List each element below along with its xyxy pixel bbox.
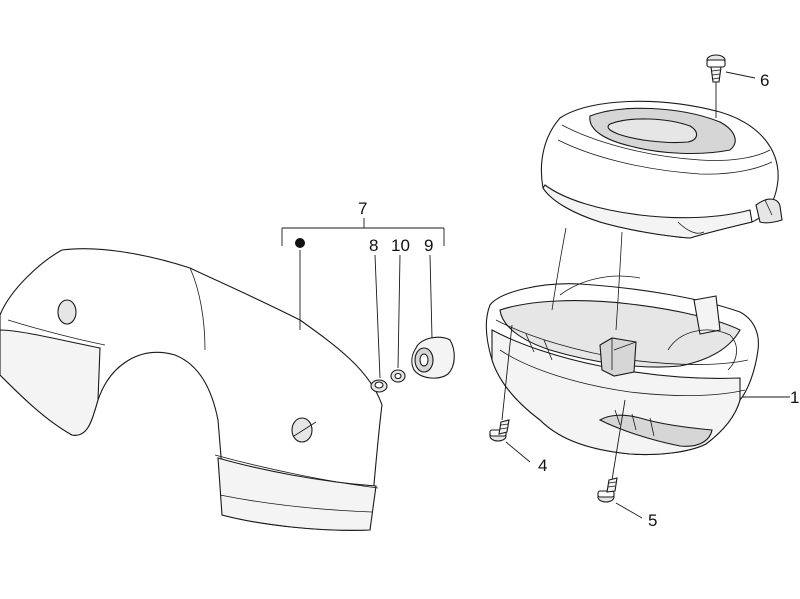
grommet-part-9 [411,254,455,379]
upper-handlebar-cover [540,100,783,239]
screw-part-6 [706,54,756,118]
screw-part-5 [597,399,643,519]
lower-handlebar-cover [485,283,759,456]
callout-7: 7 [358,199,367,218]
assembly-guide-lines [551,227,641,331]
kit-includes-dot [295,238,305,248]
screw-part-4 [489,324,531,463]
front-shield-panel [0,248,383,531]
callout-4: 4 [538,456,547,475]
callout-9: 9 [424,236,433,255]
washer-part-10 [390,254,406,383]
callout-8: 8 [369,236,378,255]
callout-1: 1 [790,388,799,407]
shield-mounting-hole-right [291,417,313,443]
spacer-part-8 [370,254,388,393]
shield-mounting-hole-left [57,299,77,325]
callout-5: 5 [648,511,657,530]
callout-6: 6 [760,71,769,90]
kit-bracket-7 [281,218,445,330]
callout-10: 10 [391,236,410,255]
